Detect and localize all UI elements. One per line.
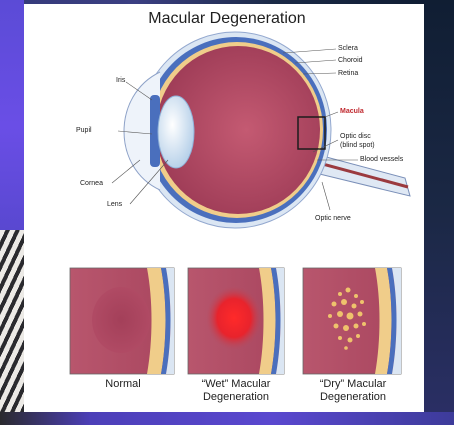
label-blood-vessels: Blood vessels: [360, 156, 403, 163]
caption-dry-line2: Degeneration: [298, 391, 408, 404]
panel-dry-art: [303, 268, 401, 374]
label-macula: Macula: [340, 108, 364, 115]
caption-dry-line1: “Dry” Macular: [298, 378, 408, 391]
caption-wet-line2: Degeneration: [181, 391, 291, 404]
label-cornea: Cornea: [80, 180, 103, 187]
caption-dry: “Dry” Macular Degeneration: [298, 378, 408, 404]
panel-normal-art: [70, 268, 174, 374]
label-blind-spot: (blind spot): [340, 142, 375, 149]
label-iris: Iris: [116, 77, 125, 84]
lens-shape: [158, 96, 194, 168]
label-optic-disc: Optic disc: [340, 133, 371, 140]
label-pupil: Pupil: [76, 127, 92, 134]
infographic-card: Macular Degeneration Sclera Choroid Reti…: [24, 4, 424, 412]
label-lens: Lens: [107, 201, 122, 208]
label-retina: Retina: [338, 70, 358, 77]
panel-wet-art: [188, 268, 284, 374]
label-optic-nerve: Optic nerve: [315, 215, 351, 222]
caption-wet-line1: “Wet” Macular: [181, 378, 291, 391]
caption-normal-line1: Normal: [105, 378, 140, 390]
caption-wet: “Wet” Macular Degeneration: [181, 378, 291, 404]
page-title: Macular Degeneration: [0, 10, 454, 28]
caption-normal: Normal: [68, 378, 178, 391]
label-sclera: Sclera: [338, 45, 358, 52]
label-choroid: Choroid: [338, 57, 363, 64]
